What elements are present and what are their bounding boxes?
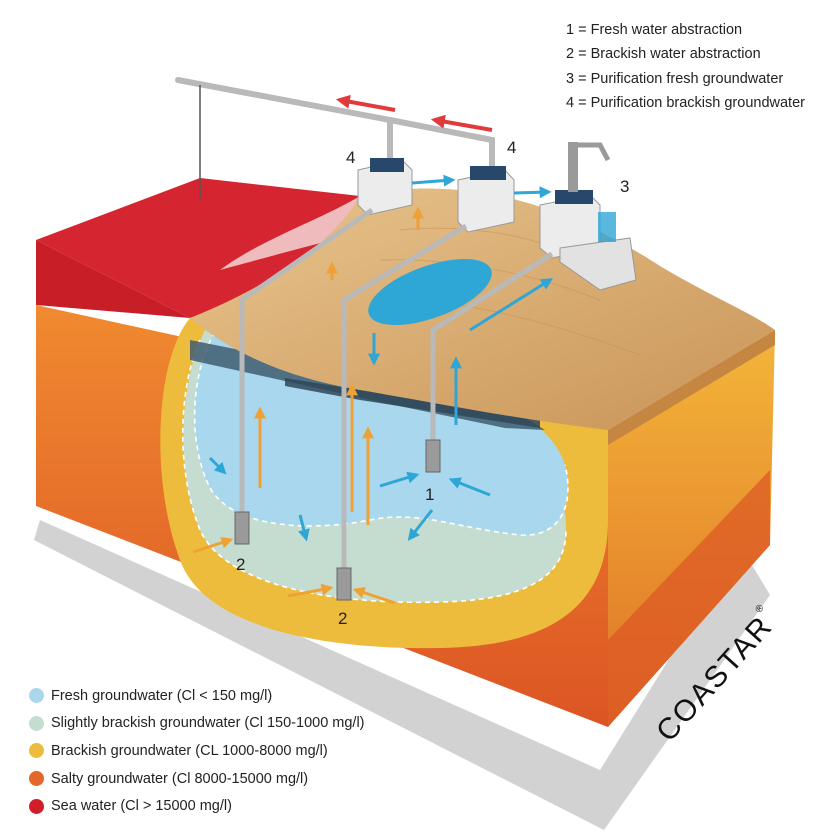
marker-well-brackish-left: 2 <box>236 555 245 574</box>
zone-legend-item: Brackish groundwater (CL 1000-8000 mg/l) <box>29 737 365 765</box>
marker-purification-brackish-left: 4 <box>346 148 355 167</box>
sand-edge-right <box>608 330 775 445</box>
well-screen-1 <box>425 439 441 473</box>
numbered-legend: 1 = Fresh water abstraction 2 = Brackish… <box>566 18 805 115</box>
marker-purification-fresh: 3 <box>620 177 629 196</box>
fresh-arrow <box>448 477 491 497</box>
zone-legend-item: Slightly brackish groundwater (Cl 150-10… <box>29 710 365 738</box>
fresh-boundary <box>193 331 569 536</box>
zone-legend-label: Brackish groundwater (CL 1000-8000 mg/l) <box>51 742 328 759</box>
brackish-arrow <box>352 586 396 605</box>
infiltration-pond <box>368 258 492 326</box>
numbered-legend-item: 4 = Purification brackish groundwater <box>566 94 805 111</box>
zone-legend-label: Salty groundwater (Cl 8000-15000 mg/l) <box>51 770 309 787</box>
block-shadow <box>34 520 770 830</box>
zone-legend-label: Sea water (Cl > 15000 mg/l) <box>51 798 232 815</box>
well-pipe-2b <box>341 223 468 568</box>
zone-legend: Fresh groundwater (Cl < 150 mg/l) Slight… <box>29 682 365 820</box>
marker-purification-brackish-right: 4 <box>507 138 516 157</box>
well-screen-2b <box>336 567 352 601</box>
marker-well-fresh: 1 <box>425 485 434 504</box>
sea-swatch <box>29 798 44 814</box>
salty-layer-right <box>608 470 770 727</box>
numbered-legend-item: 1 = Fresh water abstraction <box>566 22 743 38</box>
salty-swatch <box>29 771 44 787</box>
fresh-arrow <box>469 278 554 332</box>
zone-legend-label: Slightly brackish groundwater (Cl 150-10… <box>51 715 365 732</box>
well-pipe-1 <box>430 251 554 440</box>
marker-well-brackish-right: 2 <box>338 609 347 628</box>
flow-arrow-4-to-4 <box>411 174 456 187</box>
numbered-legend-item: 2 = Brackish water abstraction <box>566 46 761 63</box>
brackish-arrow <box>287 583 334 598</box>
purification-unit-3 <box>539 142 637 291</box>
outflow-pipe <box>175 77 393 165</box>
fresh-arrow <box>379 471 420 488</box>
outflow-pipe-2 <box>387 117 495 173</box>
fresh-swatch <box>29 688 44 704</box>
well-pipe-2a <box>239 207 374 512</box>
purification-unit-1 <box>357 158 413 216</box>
zone-legend-label: Fresh groundwater (Cl < 150 mg/l) <box>51 687 273 704</box>
fresh-arrow <box>298 514 310 542</box>
well-screen-2a <box>234 511 250 545</box>
zone-legend-item: Fresh groundwater (Cl < 150 mg/l) <box>29 682 365 710</box>
surf-foam <box>220 196 360 300</box>
fresh-arrow <box>208 456 227 475</box>
numbered-legend-item: 3 = Purification fresh groundwater <box>566 70 784 87</box>
brackish-arrow <box>192 536 234 554</box>
fresh-arrow <box>407 509 434 541</box>
purification-unit-2 <box>457 166 515 233</box>
slightly-brackish-swatch <box>29 715 44 731</box>
zone-legend-item: Sea water (Cl > 15000 mg/l) <box>29 792 365 820</box>
brackish-swatch <box>29 743 44 759</box>
outflow-arrow-1 <box>335 94 396 112</box>
flow-arrow-4-to-3 <box>513 186 552 199</box>
outflow-arrow-2 <box>430 114 493 132</box>
zone-legend-item: Salty groundwater (Cl 8000-15000 mg/l) <box>29 765 365 793</box>
